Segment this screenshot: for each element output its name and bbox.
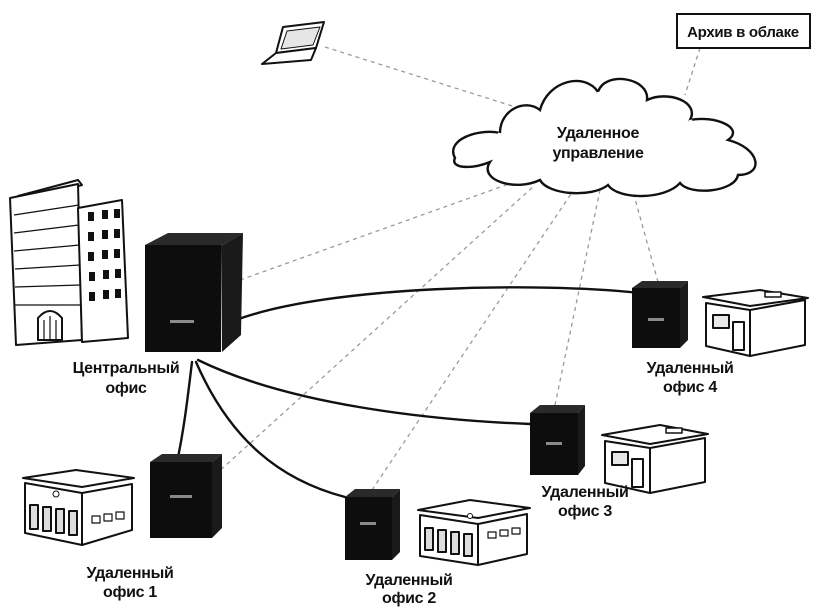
cloud-label-line1: Удаленное [557,125,640,142]
solid-links [175,286,642,499]
solid-link-remote2 [194,360,347,499]
remote2-label-line1: Удаленный [366,572,453,589]
branch-office-icon-remote4 [702,289,809,357]
remote4-label-line2: офис 4 [663,379,717,396]
solid-link-remote4 [234,286,642,322]
dashed-link-remote3 [554,189,601,406]
server-icon-remote2 [345,489,400,560]
dashed-link-remote1 [214,184,536,476]
central-label-line1: Центральный [73,360,180,377]
server-icon-central [145,233,243,352]
dashed-link-archive [684,47,701,96]
branch-office-icon-remote2 [417,499,531,566]
dashed-link-laptop [324,46,526,111]
archive-box: Архив в облаке [676,13,811,49]
solid-link-remote1 [175,360,194,464]
branch-office-icon-remote3 [601,424,709,494]
remote1-label-line1: Удаленный [87,565,174,582]
dashed-links [214,46,701,491]
server-icon-remote1 [150,454,222,538]
remote3-label-line1: Удаленный [542,484,629,501]
dashed-link-remote4 [631,187,659,283]
cloud-icon [452,77,757,198]
laptop-icon [261,21,325,65]
server-icon-remote3 [530,405,585,475]
remote4-label-line1: Удаленный [647,360,734,377]
cloud-label-line2: управление [552,145,644,162]
solid-link-remote3 [196,358,532,426]
archive-label: Архив в облаке [687,24,799,41]
remote2-label-line2: офис 2 [382,590,436,607]
server-icon-remote4 [632,281,688,348]
dashed-link-central [239,179,521,281]
branch-office-icon-remote1 [22,469,135,546]
office-building-icon [9,179,129,346]
central-label-line2: офис [105,380,147,397]
remote1-label-line2: офис 1 [103,584,157,601]
remote3-label-line2: офис 3 [558,503,612,520]
